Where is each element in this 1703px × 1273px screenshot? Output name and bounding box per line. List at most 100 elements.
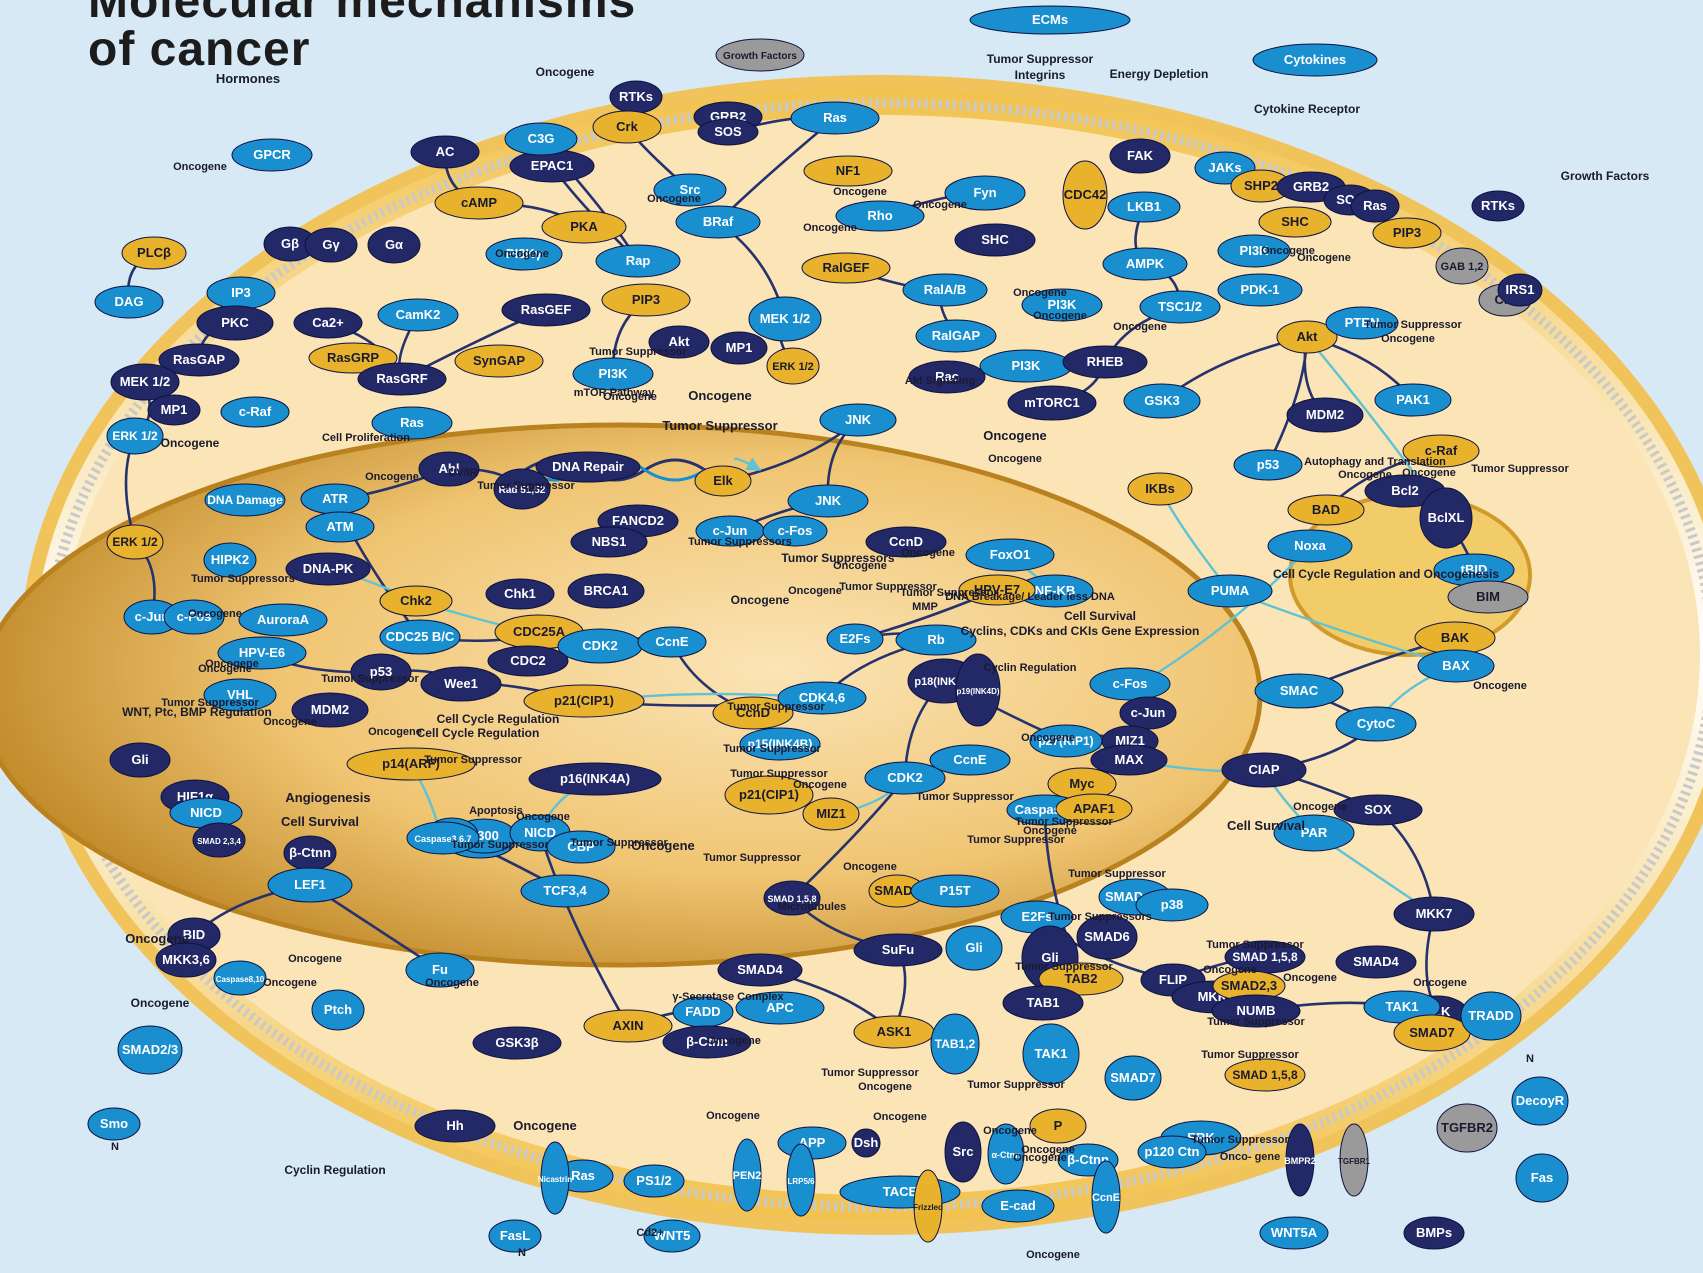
node-label: Akt	[1297, 329, 1319, 344]
annotation-label: Oncogene	[288, 953, 342, 965]
annotation-label: Tumor Suppressors	[191, 573, 295, 585]
node-gsk3-: GSK3β	[473, 1027, 561, 1059]
node-label: JNK	[845, 412, 872, 427]
node-label: RasGRF	[376, 371, 427, 386]
node-plc-: PLCβ	[122, 237, 186, 269]
node-label: RasGRP	[327, 350, 379, 365]
node-atr: ATR	[301, 484, 369, 514]
node-wnt5a: WNT5A	[1260, 1217, 1328, 1249]
node-label: Fu	[432, 962, 448, 977]
node-cytokines: Cytokines	[1253, 44, 1377, 76]
node-label: DecoyR	[1516, 1093, 1565, 1108]
node-sufu: SuFu	[854, 934, 942, 966]
node-erk-1-2: ERK 1/2	[107, 525, 163, 559]
annotation-label: Tumor Suppressor	[723, 743, 821, 755]
node-label: RHEB	[1087, 354, 1124, 369]
node-label: BMPs	[1416, 1225, 1452, 1240]
node-nbs1: NBS1	[571, 527, 647, 557]
node-fasl: FasL	[489, 1220, 541, 1252]
node--ctnn: β-Ctnn	[284, 836, 336, 870]
node-bclxl: BclXL	[1420, 488, 1472, 548]
node-label: JNK	[815, 493, 842, 508]
node-ps1-2: PS1/2	[624, 1165, 684, 1197]
node-ampk: AMPK	[1103, 248, 1187, 280]
annotation-label: Tumor Suppressor	[1471, 463, 1569, 475]
node-smad2-3: SMAD2/3	[118, 1026, 182, 1074]
node-atm: ATM	[306, 512, 374, 542]
node-label: CytoC	[1357, 716, 1396, 731]
node-label: APAF1	[1073, 801, 1115, 816]
node-label: HIPK2	[211, 552, 249, 567]
node-label: SMAD4	[1353, 954, 1399, 969]
node-label: Myc	[1069, 776, 1094, 791]
node-c3g: C3G	[505, 123, 577, 155]
annotation-label: Tumor Suppressor	[424, 754, 522, 766]
node-tgfbr2: TGFBR2	[1437, 1104, 1497, 1152]
node-ras: Ras	[791, 102, 879, 134]
annotation-label: Oncogene	[873, 1111, 927, 1123]
annotation-label: DNA Breakage/ Leader less DNA	[945, 591, 1115, 603]
node-rala-b: RalA/B	[903, 274, 987, 306]
node-label: GSK3	[1144, 393, 1179, 408]
node-label: FAK	[1127, 148, 1154, 163]
node-pka: PKA	[542, 211, 626, 243]
node-label: MIZ1	[816, 806, 846, 821]
node-label: FANCD2	[612, 513, 664, 528]
node-tcf3-4: TCF3,4	[521, 875, 609, 907]
node-label: JAKs	[1208, 160, 1241, 175]
node-label: p38	[1161, 897, 1183, 912]
node-label: BclXL	[1428, 510, 1465, 525]
node-label: TRADD	[1468, 1008, 1514, 1023]
node-lkb1: LKB1	[1108, 192, 1180, 222]
annotation-label: Oncogene	[365, 471, 419, 483]
node-nicd: NICD	[170, 798, 242, 828]
node-mtorc1: mTORC1	[1008, 386, 1096, 420]
node-label: LRP5/6	[787, 1177, 815, 1186]
node-label: BRaf	[703, 214, 734, 229]
node-label: P	[1054, 1118, 1063, 1133]
annotation-label: γ-Secretase Complex	[672, 991, 784, 1003]
annotation-label: Tumor Suppressors	[1048, 911, 1152, 923]
node-label: SMAD 1,5,8	[1232, 1068, 1298, 1082]
node-bak: BAK	[1415, 622, 1495, 654]
node-label: ATM	[326, 519, 353, 534]
node-foxo1: FoxO1	[966, 539, 1054, 571]
node-tab1-2: TAB1,2	[931, 1014, 979, 1074]
node-chk1: Chk1	[486, 579, 554, 609]
node-label: SMAD 1,5,8	[1232, 950, 1298, 964]
node-hipk2: HIPK2	[204, 543, 256, 577]
node-rap: Rap	[596, 245, 680, 277]
node-mkk7: MKK7	[1394, 897, 1474, 931]
annotation-label: Tumor Suppressor	[1191, 1134, 1289, 1146]
node-label: LKB1	[1127, 199, 1161, 214]
node-label: ERK 1/2	[112, 429, 158, 443]
node-label: NBS1	[592, 534, 627, 549]
node-dna-repair: DNA Repair	[536, 452, 640, 482]
node-jnk: JNK	[820, 404, 896, 436]
node-smad4: SMAD4	[1336, 946, 1416, 978]
annotation-label: Oncogene	[788, 585, 842, 597]
node-label: Chk2	[400, 593, 432, 608]
node-ccne: CcnE	[1092, 1161, 1120, 1233]
node-label: AMPK	[1126, 256, 1165, 271]
node-label: c-Jun	[1131, 705, 1166, 720]
node-miz1: MIZ1	[803, 798, 859, 830]
node-ptch: Ptch	[312, 990, 364, 1030]
node-g-: Gγ	[305, 228, 357, 262]
node-label: MAX	[1115, 752, 1144, 767]
node-syngap: SynGAP	[455, 345, 543, 377]
node-dag: DAG	[95, 286, 163, 318]
node-label: Gα	[385, 237, 403, 252]
node-gab-1-2: GAB 1,2	[1436, 248, 1488, 284]
annotation-label: Oncogene	[647, 193, 701, 205]
annotation-label: UV/IR	[448, 467, 477, 479]
node-ip3: IP3	[207, 277, 275, 309]
annotation-label: Oncogene	[901, 547, 955, 559]
node-gsk3: GSK3	[1124, 384, 1200, 418]
node-ac: AC	[411, 136, 479, 168]
annotation-label: Oncogene	[198, 663, 252, 675]
node-pi3k: PI3K	[980, 350, 1072, 382]
node-nf1: NF1	[804, 156, 892, 186]
node-label: PUMA	[1211, 583, 1250, 598]
annotation-label: MMP	[912, 601, 938, 613]
